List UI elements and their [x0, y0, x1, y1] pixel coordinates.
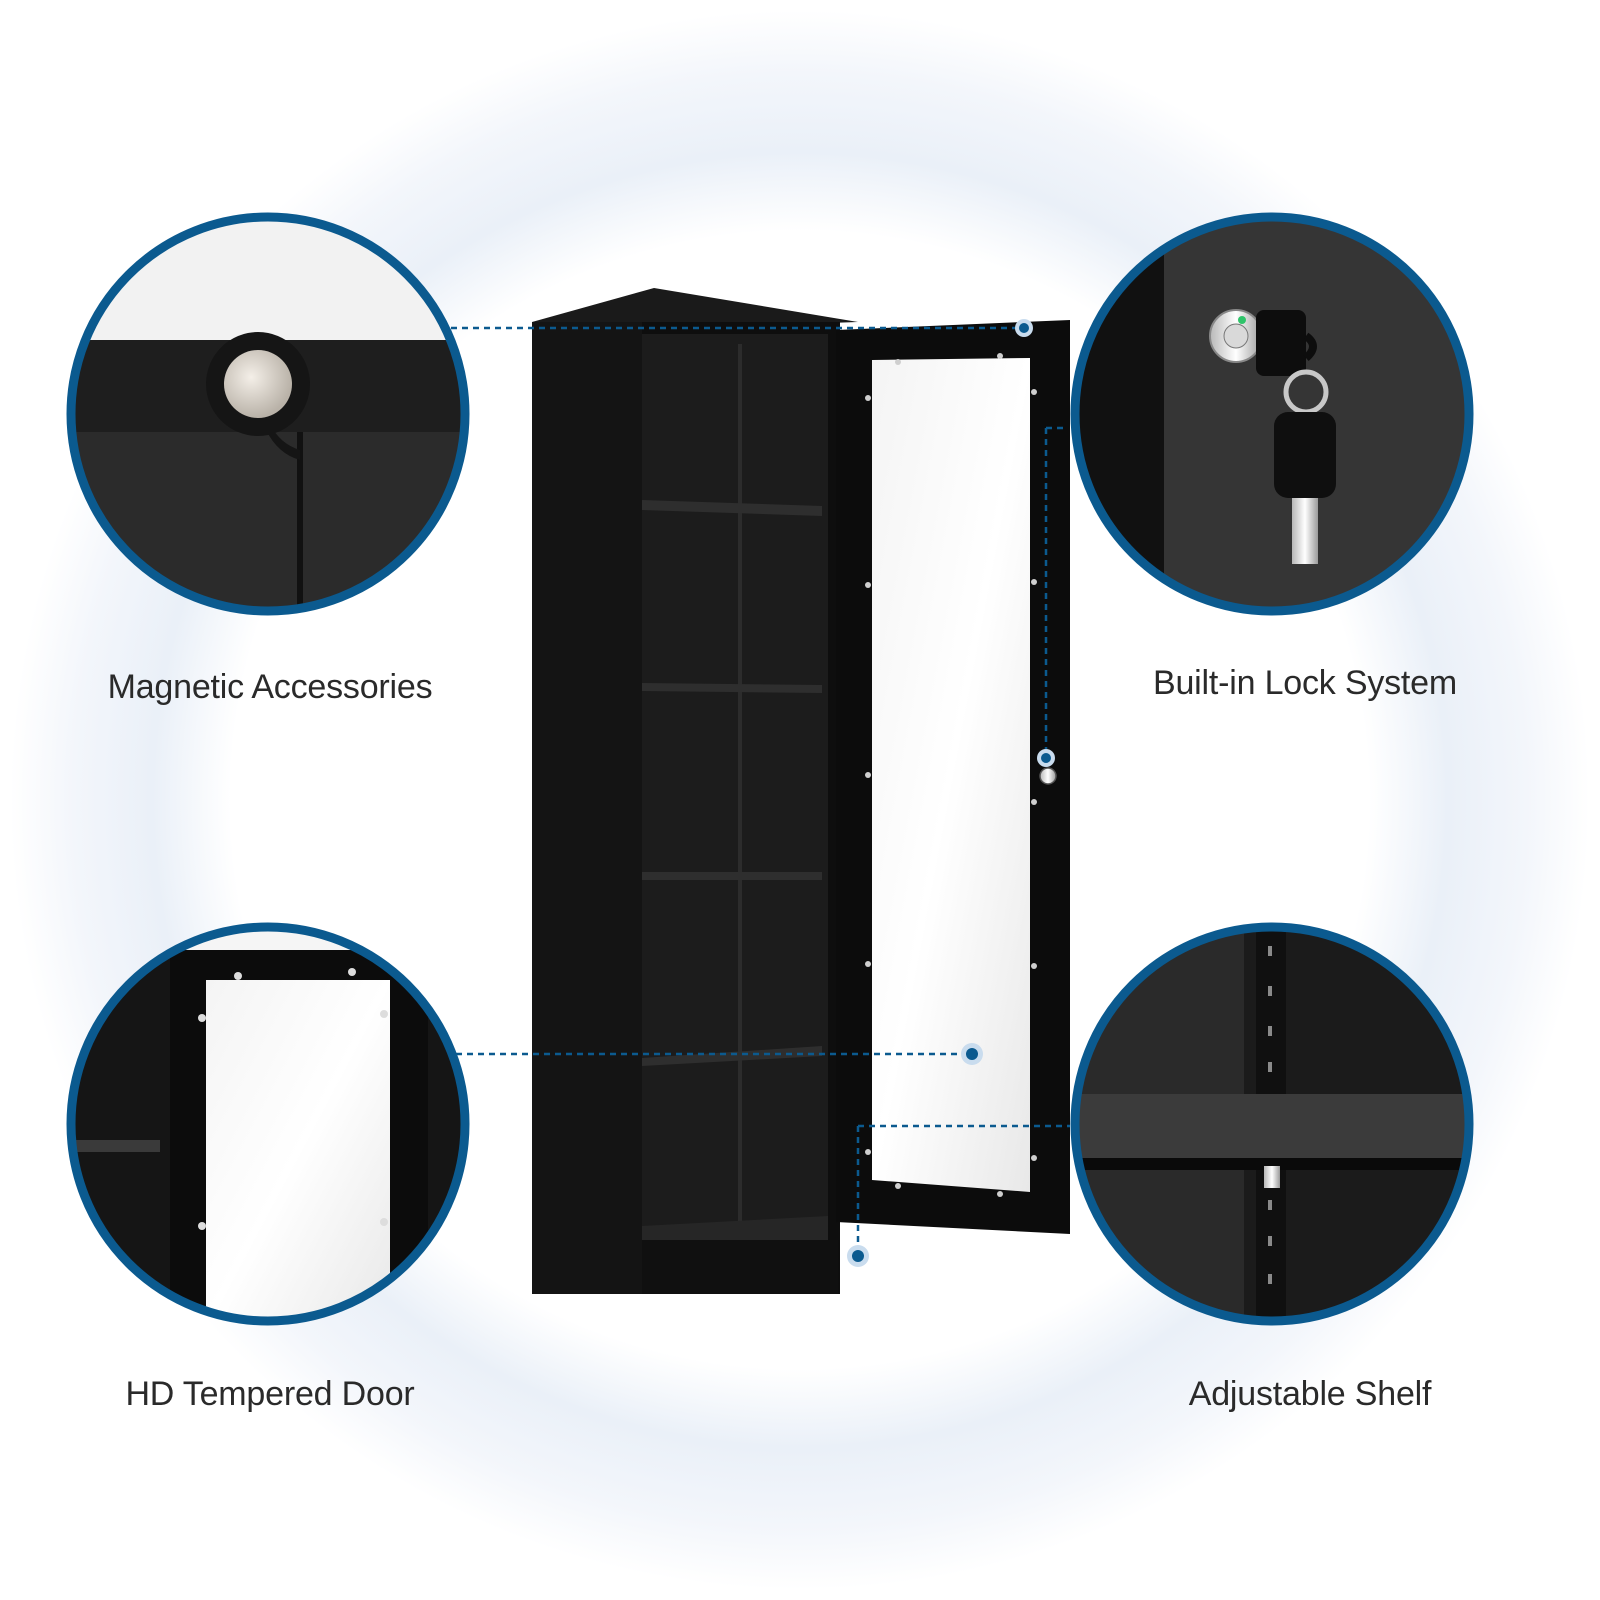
lock-system-label: Built-in Lock System [1153, 664, 1457, 702]
lock-icon [1039, 767, 1057, 785]
glass-pane-icon [206, 980, 390, 1318]
shelf-clip-icon [1264, 1166, 1280, 1188]
adjustable-shelf-label: Adjustable Shelf [1188, 1375, 1432, 1413]
cabinet-side [532, 322, 642, 1294]
cabinet-door-glass [872, 358, 1030, 1192]
cabinet-top [532, 288, 858, 326]
cabinet-interior [642, 334, 828, 1240]
cabinet-base [642, 1240, 838, 1294]
cabinet [532, 288, 1070, 1294]
lock-detail-circle [1070, 212, 1474, 616]
glass-clips [865, 353, 1037, 1197]
shelf-board-icon [1078, 1094, 1466, 1158]
connector-dots [847, 319, 1055, 1267]
shelf-detail-circle [1070, 922, 1474, 1326]
magnetic-detail-circle [66, 212, 470, 616]
shelves [642, 500, 828, 1240]
connector-lines [440, 326, 1070, 1252]
magnetic-accessories-label: Magnetic Accessories [107, 668, 433, 706]
door-detail-circle [66, 922, 470, 1326]
tempered-door-label: HD Tempered Door [125, 1375, 415, 1413]
key-icon [1274, 412, 1336, 498]
